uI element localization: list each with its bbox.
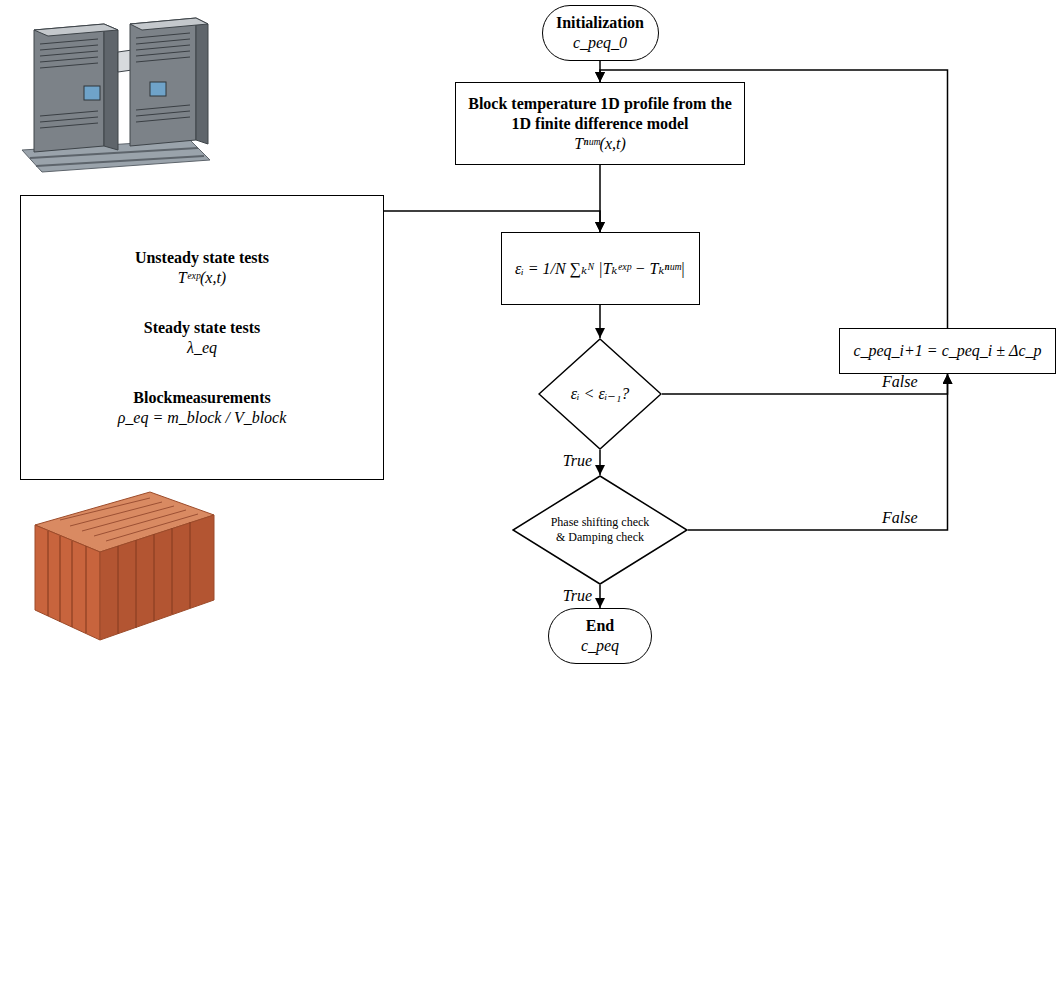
process-box: Block temperature 1D profile from the 1D… — [455, 82, 745, 165]
brick-grooves — [48, 522, 190, 634]
error-box: εᵢ = 1/N ∑ₖᴺ |Tₖᵉˣᵖ − Tₖⁿᵘᵐ| — [501, 232, 700, 305]
node-heading: Steady state tests — [144, 318, 260, 338]
node-content: Endc_peq — [556, 616, 644, 656]
right-cabinet-side — [196, 18, 208, 144]
update-box: c_peq_i+1 = c_peq_i ± Δc_p — [839, 328, 1056, 374]
right-cabinet-front — [130, 18, 196, 146]
cabinet-vents — [40, 33, 190, 128]
climatic-chamber-illustration — [22, 18, 210, 172]
input-data-box: Unsteady state testsTᵉˣᵖ(x,t) Steady stat… — [20, 195, 384, 480]
left-cabinet-front — [34, 24, 104, 152]
base-rail — [36, 156, 204, 166]
node-text: Tᵉˣᵖ(x,t) — [178, 268, 226, 288]
node-content: Unsteady state testsTᵉˣᵖ(x,t) Steady stat… — [28, 248, 376, 428]
node-heading: Blockmeasurements — [133, 388, 270, 408]
edge-label: True — [563, 587, 592, 605]
decision-diamond: Phase shifting check & Damping check — [512, 475, 688, 585]
control-panel — [150, 82, 166, 96]
flow-arrow — [599, 305, 601, 338]
node-content: Initializationc_peq_0 — [550, 13, 651, 53]
node-heading: Block temperature 1D profile from the 1D… — [463, 94, 737, 134]
flow-arrow — [599, 450, 601, 475]
flow-arrow — [599, 165, 601, 232]
node-heading: Initialization — [556, 13, 644, 33]
decision-diamond: εᵢ < εᵢ₋₁? — [538, 338, 662, 450]
brick-front — [35, 525, 100, 640]
diamond-shape — [513, 476, 687, 584]
edge-label: False — [882, 509, 918, 527]
left-cabinet-top — [34, 24, 118, 36]
right-cabinet-top — [130, 18, 208, 30]
node-text: c_peq — [581, 636, 619, 656]
node-heading: Unsteady state tests — [135, 248, 269, 268]
diamond-shape — [539, 339, 661, 449]
start-terminal: Initializationc_peq_0 — [542, 5, 659, 61]
node-content: εᵢ = 1/N ∑ₖᴺ |Tₖᵉˣᵖ − Tₖⁿᵘᵐ| — [509, 259, 692, 279]
end-terminal: Endc_peq — [548, 608, 652, 664]
node-text: Tⁿᵘᵐ(x,t) — [574, 134, 626, 154]
brick-holes — [60, 498, 198, 541]
node-content: Block temperature 1D profile from the 1D… — [463, 94, 737, 154]
flow-arrow — [384, 211, 600, 232]
node-content: c_peq_i+1 = c_peq_i ± Δc_p — [847, 341, 1048, 361]
edge-label: False — [882, 373, 918, 391]
node-text: c_peq_0 — [573, 33, 627, 53]
node-heading: End — [586, 616, 614, 636]
node-content: Phase shifting check & Damping check — [547, 515, 653, 545]
node-text: c_peq_i+1 = c_peq_i ± Δc_p — [853, 341, 1041, 361]
brick-illustration — [35, 492, 214, 640]
node-text: ρ_eq = m_block / V_block — [118, 408, 287, 428]
brick-side — [100, 515, 214, 640]
node-text: λ_eq — [187, 338, 217, 358]
node-content: εᵢ < εᵢ₋₁? — [563, 384, 637, 404]
left-cabinet-side — [104, 24, 118, 150]
control-panel — [84, 86, 100, 100]
flow-arrow — [688, 374, 948, 530]
node-text: εᵢ < εᵢ₋₁? — [571, 384, 629, 404]
flow-arrow — [662, 374, 948, 394]
node-text: εᵢ = 1/N ∑ₖᴺ |Tₖᵉˣᵖ − Tₖⁿᵘᵐ| — [515, 259, 685, 279]
edge-label: True — [563, 452, 592, 470]
node-text: Phase shifting check & Damping check — [547, 515, 653, 545]
flow-arrow — [599, 585, 601, 608]
